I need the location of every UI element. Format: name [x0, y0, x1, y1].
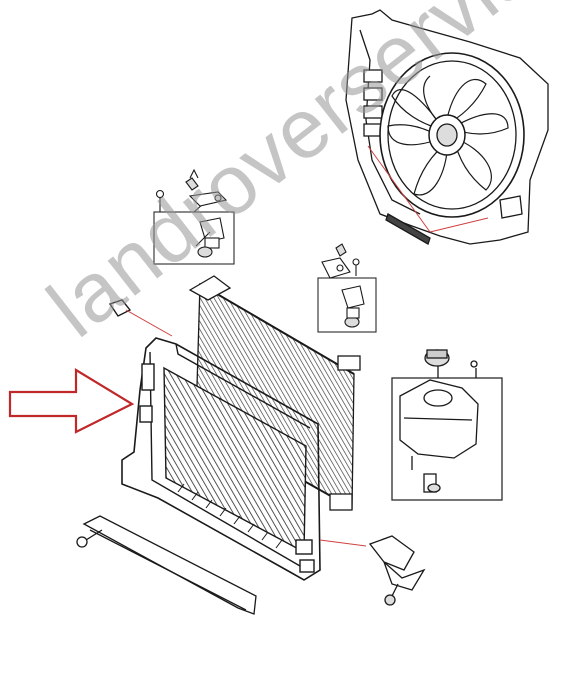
fan-leader-lines — [367, 145, 489, 233]
radiator-bottom-ribs — [177, 483, 283, 549]
lower-mount-bracket-right — [368, 535, 426, 606]
radiator-upper-mount-bracket-right — [317, 243, 377, 333]
radiator-core — [108, 299, 321, 581]
radiator-upper-mount-bracket-left — [153, 168, 235, 265]
radiator-leader-lines — [125, 309, 367, 547]
locator-arrow — [8, 368, 135, 434]
lower-air-deflector — [76, 515, 257, 615]
coolant-expansion-tank — [391, 349, 503, 501]
